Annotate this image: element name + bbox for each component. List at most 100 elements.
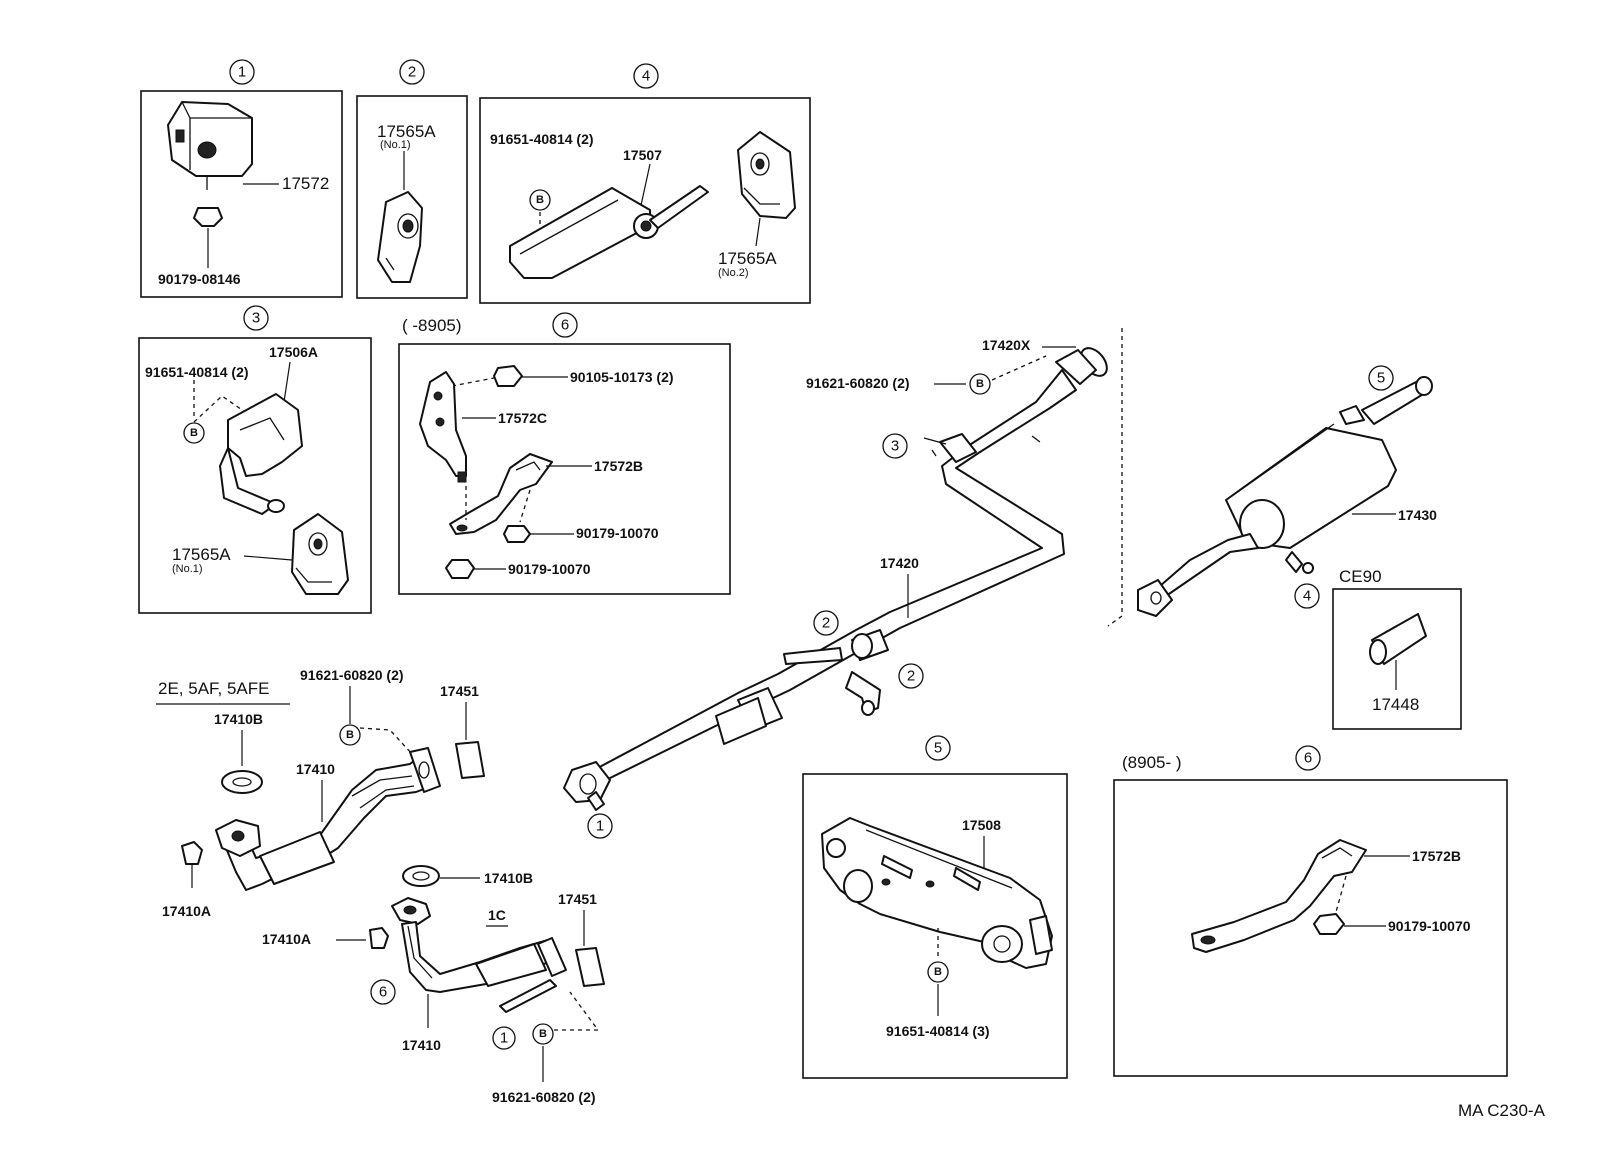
label-90179-10070-late: 90179-10070 [1388,918,1471,934]
label-17507: 17507 [623,147,662,163]
gasket-17451-icon [455,741,485,779]
engine-1c-label: 1C [488,907,506,923]
label-90105-10173: 90105-10173 (2) [570,369,674,385]
panel-1-number: 1 [238,64,246,81]
nut-icon-p6b [1313,913,1345,935]
label-no1: (No.1) [380,139,411,151]
diagram-code: MA C230-A [1458,1101,1546,1120]
callout-1-1c: 1 [500,1030,508,1047]
label-no2: (No.2) [718,267,749,279]
callout-3-main: 3 [891,438,899,455]
front-pipe-1c-engine: 17410B 1C 17451 17410A 6 17410 1 B [262,865,605,1105]
center-pipe-17420-icon [563,349,1097,811]
label-91621-60820-1c: 91621-60820 (2) [492,1089,596,1105]
bolt-b-marker-p3: B [190,427,198,439]
front-pipe-gas-engines: 2E, 5AF, 5AFE 91621-60820 (2) B 17451 17… [156,667,485,919]
label-17448: 17448 [1372,695,1419,714]
stud-17410a-icon [181,841,203,888]
nut-icon-p6a-2 [445,559,475,579]
label-17565a-p3: 17565A [172,545,231,564]
panel-6b-number: 6 [1304,750,1312,767]
bolt-b-fp: B [346,729,354,741]
label-17420: 17420 [880,555,919,571]
bracket-17508-icon [821,817,1053,969]
panel-6-early: ( -8905) 6 90105-10173 (2) 17572C 17572B [398,312,731,595]
panel-4-frame [479,97,811,304]
front-pipe-17410-icon [215,747,441,891]
gasket-17410b-1c-icon [402,865,440,887]
bracket-17572c-icon [419,371,467,483]
panel-ce90: CE90 17448 [1332,567,1462,730]
label-17410b-fp: 17410B [214,711,263,727]
nut-icon [193,207,223,268]
engine-mount-block [167,101,253,190]
panel-1-frame [140,90,343,298]
label-17410-fp: 17410 [296,761,335,777]
panel-5: 5 17508 B 91651-40814 (3) [802,735,1068,1079]
label-17451-1c: 17451 [558,891,597,907]
label-17572b-late: 17572B [1412,848,1461,864]
bolt-b-main: B [976,378,984,390]
panel-4: 4 91651-40814 (2) 17507 B 17565A (No.2) [479,63,811,304]
panel-4-number: 4 [642,68,650,85]
bracket-17572b-late-icon [1191,839,1367,953]
front-pipe-1c-icon [391,897,567,1013]
stud-17410a-1c-icon [369,927,389,949]
bolt-b-p5: B [934,966,942,978]
label-91651-40814-p5: 91651-40814 (3) [886,1023,990,1039]
label-17451-fp: 17451 [440,683,479,699]
label-90179-10070-a: 90179-10070 [576,525,659,541]
callout-2-main-b: 2 [907,668,915,685]
label-17565a-no2: 17565A [718,249,777,268]
label-17572: 17572 [282,174,329,193]
callout-6-1c: 6 [379,984,387,1001]
label-17565a: 17565A [377,122,436,141]
label-no1-p3: (No.1) [172,563,203,575]
label-91651-40814: 91651-40814 (2) [490,131,594,147]
bracket-17506a-icon [219,393,303,515]
panel-3-frame [138,337,372,614]
bolt-b-marker: B [536,194,544,206]
gasket-17410b-icon [221,770,263,794]
bolt-b-1c: B [539,1028,547,1040]
tail-extension-17448-icon [1369,613,1427,665]
label-17572c: 17572C [498,410,547,426]
bracket-17507-icon [509,185,709,279]
panel-6-number: 6 [561,317,569,334]
panel-5-number: 5 [934,740,942,757]
label-17410-1c: 17410 [402,1037,441,1053]
main-exhaust-assembly: 17420X 91621-60820 (2) B [563,328,1437,839]
callout-2-main-a: 2 [822,615,830,632]
label-91621-60820-main: 91621-60820 (2) [806,375,910,391]
nut-icon-p6a-1 [503,525,531,543]
bracket-17572b-icon [449,453,553,535]
callout-4-main: 4 [1303,588,1311,605]
ce90-title: CE90 [1339,567,1382,586]
panel-2-frame [356,95,468,299]
label-91621-60820-fp: 91621-60820 (2) [300,667,404,683]
panel-3-number: 3 [252,310,260,327]
label-17410a-1c: 17410A [262,931,311,947]
panel-6b-range: (8905- ) [1122,753,1182,772]
gasket-17451-1c-icon [575,947,605,987]
panel-6-late: (8905- ) 6 17572B 90179-10070 [1113,745,1508,1077]
panel-3: 3 17506A 91651-40814 (2) B 17565A (No.1) [138,305,372,614]
label-17572b: 17572B [594,458,643,474]
panel-5-frame [802,773,1068,1079]
rubber-hanger-no1-icon-p3 [291,513,349,595]
ce90-frame [1332,588,1462,730]
label-90179-08146: 90179-08146 [158,271,241,287]
engines-label: 2E, 5AF, 5AFE [158,679,270,698]
rubber-hanger-icon [377,191,423,283]
callout-5-main: 5 [1377,370,1385,387]
callout-1-main: 1 [596,818,604,835]
panel-6-frame [398,343,731,595]
label-17420x: 17420X [982,337,1031,353]
tailpipe-muffler-17430-icon [1137,376,1433,617]
bolt-90105-icon [493,365,568,387]
panel-2-number: 2 [408,64,416,81]
label-17410a-fp: 17410A [162,903,211,919]
panel-6-range: ( -8905) [402,316,462,335]
label-17506a: 17506A [269,344,318,360]
